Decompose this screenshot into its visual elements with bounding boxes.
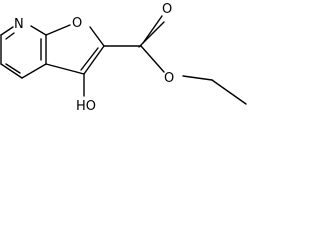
bond-c2-c3-double (80, 47, 99, 71)
bond-inner-c4-c5 (5, 63, 21, 74)
bond-carbonyl-o-double-b (142, 15, 163, 44)
bond-o-c2 (89, 26, 105, 47)
bond-o-ch2 (182, 75, 213, 81)
molecule-structure: N O O O HO (0, 2, 247, 114)
pyridine-nitrogen-label: N (14, 17, 24, 32)
ester-oxygen-label: O (164, 71, 174, 86)
bond-c4-c5 (0, 63, 23, 79)
bond-c6-n (0, 26, 14, 36)
bond-carbonyl-o-ester (140, 45, 165, 73)
bond-c2-c3 (83, 45, 105, 75)
bond-c7a-o (45, 24, 71, 36)
ring-oxygen-label: O (72, 16, 82, 31)
carbonyl-oxygen-label: O (162, 2, 172, 17)
hydroxyl-label: HO (76, 99, 96, 114)
structure-canvas: N O O O HO (0, 0, 262, 124)
bond-c3a-c4 (21, 63, 47, 79)
bond-ch2-ch3 (211, 79, 247, 105)
bond-c3-c3a (45, 63, 85, 75)
bond-inner-c6-n (5, 32, 15, 40)
bond-n-c7a (30, 25, 47, 36)
